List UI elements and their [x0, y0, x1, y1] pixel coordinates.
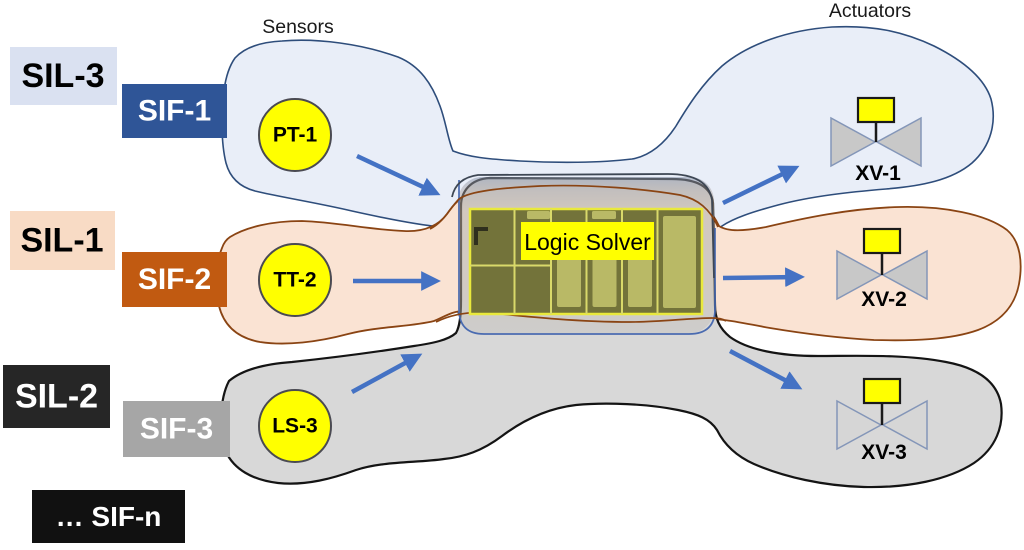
sensor-tt-2: TT-2	[258, 243, 332, 317]
sif-1-badge-text: SIF-1	[138, 95, 211, 128]
valve-xv-3-left-wedge	[836, 399, 883, 451]
valve-xv-2-label: XV-2	[861, 288, 907, 311]
sensor-pt-1-label: PT-1	[273, 124, 318, 147]
sil-2-badge-box	[3, 365, 110, 428]
logic-solver-label: Logic Solver	[521, 222, 654, 260]
sil-1-badge: SIL-1	[10, 211, 115, 270]
plc-module-4	[663, 216, 696, 308]
sil-3-badge-box	[10, 47, 117, 105]
valve-xv-2-right-wedge	[881, 249, 928, 301]
sif-n-badge-text: … SIF-n	[56, 501, 162, 532]
sil-2-badge: SIL-2	[3, 365, 110, 428]
sensor-ls-3: LS-3	[258, 389, 332, 463]
sensor-ls-3-circle	[258, 389, 332, 463]
arrow-logic-to-xv3	[728, 349, 803, 390]
sensor-ls-3-label: LS-3	[272, 415, 318, 438]
valve-xv-3: XV-3	[836, 377, 928, 464]
valve-xv-1-label: XV-1	[855, 162, 901, 185]
logic-solver-label-text: Logic Solver	[524, 229, 651, 255]
sif-3-badge: SIF-3	[123, 401, 230, 457]
sil-1-badge-text: SIL-1	[20, 222, 103, 260]
sif-3-badge-text: SIF-3	[140, 413, 213, 446]
sif-n-badge: … SIF-n	[32, 490, 185, 543]
valve-xv-2: XV-2	[836, 227, 928, 311]
plc-slot-grid	[470, 209, 659, 314]
valve-xv-1-actuator-box	[856, 96, 896, 124]
sif-n-badge-box	[32, 490, 185, 543]
valve-xv-2-left-wedge	[836, 249, 883, 301]
actuators-column-header: Actuators	[829, 0, 912, 22]
arrow-ls3-to-logic	[350, 353, 423, 394]
valve-xv-3-right-wedge	[881, 399, 928, 451]
sif-2-badge-text: SIF-2	[138, 263, 211, 296]
valve-xv-3-actuator-box	[862, 377, 902, 405]
signal-arrows	[350, 153, 805, 394]
sil-1-badge-box	[10, 211, 115, 270]
sil-2-badge-text: SIL-2	[15, 378, 98, 416]
valve-xv-1-right-wedge	[875, 116, 922, 168]
valve-xv-2-actuator-box	[862, 227, 902, 255]
sil-3-badge: SIL-3	[10, 47, 117, 105]
arrow-pt1-to-logic	[356, 153, 441, 196]
sif-1-badge-box	[122, 84, 227, 138]
sif-2-badge-box	[122, 252, 227, 307]
sensor-tt-2-label: TT-2	[273, 269, 316, 292]
arrow-logic-to-xv1	[722, 165, 800, 206]
sif-3-badge-box	[123, 401, 230, 457]
center-brown-outline-top	[429, 184, 719, 230]
sensors-column-header: Sensors	[262, 16, 334, 38]
logic-solver-label-box	[521, 222, 654, 260]
plc-indicator-1	[527, 211, 550, 219]
sensor-tt-2-circle	[258, 243, 332, 317]
valve-xv-1-left-wedge	[830, 116, 877, 168]
sif-2-badge: SIF-2	[122, 252, 227, 307]
sensor-pt-1-circle	[258, 98, 332, 172]
arrow-logic-to-xv2	[722, 267, 805, 288]
valve-xv-3-label: XV-3	[861, 441, 907, 464]
plc-indicator-2	[592, 211, 616, 219]
sif-1-badge: SIF-1	[122, 84, 227, 138]
sensor-pt-1: PT-1	[258, 98, 332, 172]
plc-power-switch-icon	[474, 227, 488, 245]
center-blue-outline	[458, 180, 716, 335]
center-dark-outline	[451, 173, 715, 279]
valve-xv-1: XV-1	[830, 96, 922, 185]
sil-3-badge-text: SIL-3	[21, 57, 104, 95]
